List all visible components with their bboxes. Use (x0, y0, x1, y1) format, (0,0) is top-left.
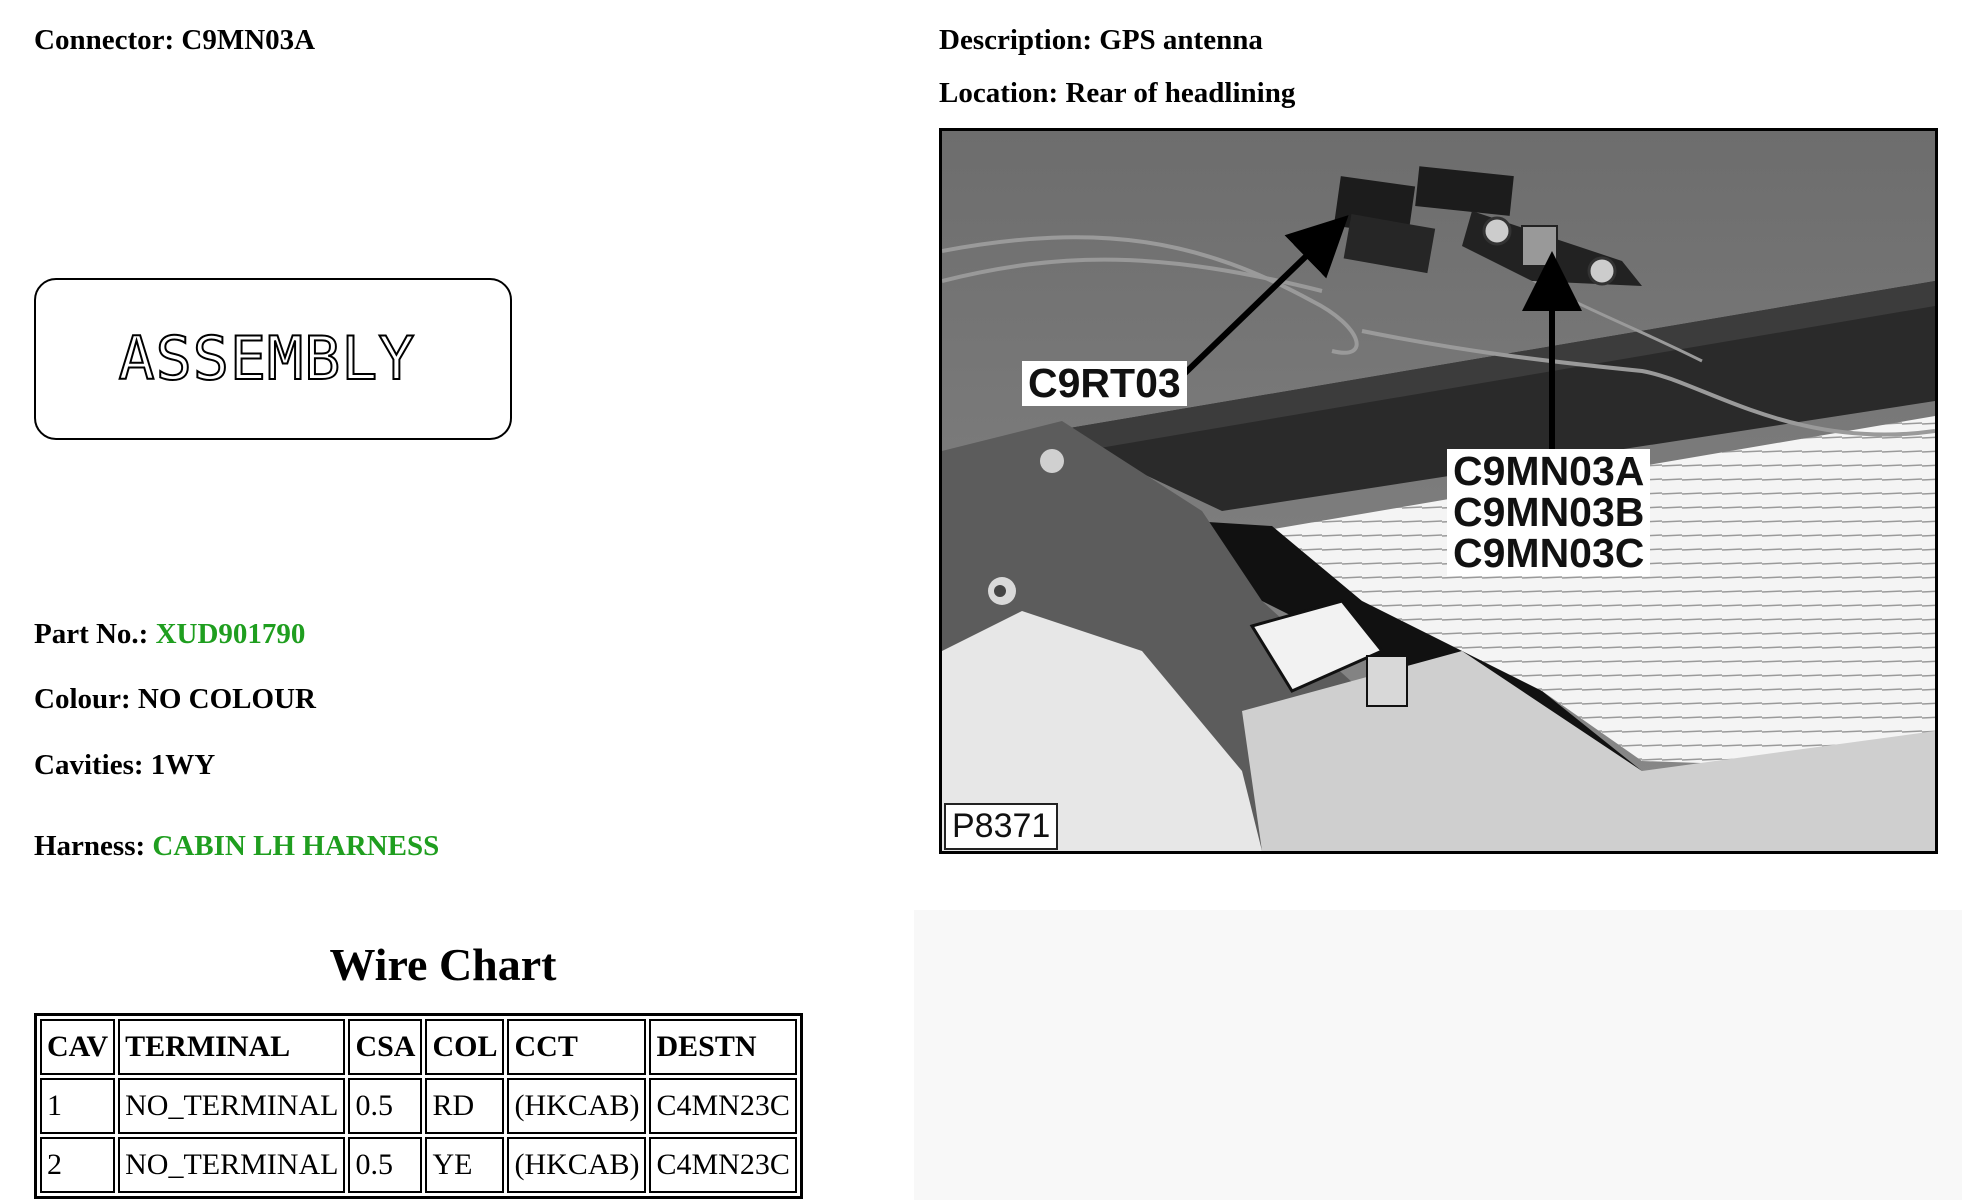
location-label: Location: (939, 77, 1059, 109)
harness-line: Harness: CABIN LH HARNESS (34, 830, 439, 863)
header-col: COL (425, 1019, 505, 1075)
photo-illustration (942, 131, 1935, 851)
header-cct: CCT (507, 1019, 647, 1075)
connector-line: Connector: C9MN03A (34, 24, 315, 57)
connector-label: Connector: (34, 24, 175, 56)
location-line: Location: Rear of headlining (939, 77, 1295, 110)
cavities-value: 1WY (150, 749, 216, 781)
cell-csa: 0.5 (348, 1137, 423, 1193)
part-number-line: Part No.: XUD901790 (34, 618, 305, 651)
colour-label: Colour: (34, 683, 131, 715)
figure-reference: P8371 (944, 803, 1059, 850)
assembly-diagram: ASSEMBLY (34, 278, 512, 440)
callout-c9mn03: C9MN03A C9MN03B C9MN03C (1447, 448, 1651, 576)
cell-col: YE (425, 1137, 505, 1193)
cell-terminal: NO_TERMINAL (118, 1137, 346, 1193)
cell-cav: 1 (40, 1078, 116, 1134)
header-terminal: TERMINAL (118, 1019, 346, 1075)
cavities-label: Cavities: (34, 749, 144, 781)
part-number-label: Part No.: (34, 618, 149, 650)
header-cav: CAV (40, 1019, 116, 1075)
harness-label: Harness: (34, 830, 146, 862)
connector-value: C9MN03A (181, 24, 316, 56)
cell-csa: 0.5 (348, 1078, 423, 1134)
cell-destn: C4MN23C (649, 1137, 797, 1193)
table-row: 1 NO_TERMINAL 0.5 RD (HKCAB) C4MN23C (40, 1078, 797, 1134)
wire-chart-header-row: CAV TERMINAL CSA COL CCT DESTN (40, 1019, 797, 1075)
callout-c9mn03c: C9MN03C (1453, 530, 1645, 576)
cell-cct: (HKCAB) (507, 1078, 647, 1134)
callout-c9mn03a: C9MN03A (1453, 448, 1645, 494)
description-line: Description: GPS antenna (939, 24, 1263, 57)
cell-cav: 2 (40, 1137, 116, 1193)
harness-link[interactable]: CABIN LH HARNESS (152, 830, 440, 862)
location-photo: C9RT03 C9MN03A C9MN03B C9MN03C P8371 (939, 128, 1938, 854)
part-number-link[interactable]: XUD901790 (155, 618, 306, 650)
cell-terminal: NO_TERMINAL (118, 1078, 346, 1134)
empty-panel (914, 910, 1962, 1200)
table-row: 2 NO_TERMINAL 0.5 YE (HKCAB) C4MN23C (40, 1137, 797, 1193)
wire-chart-title: Wire Chart (329, 939, 557, 990)
cell-col: RD (425, 1078, 505, 1134)
header-destn: DESTN (649, 1019, 797, 1075)
colour-value: NO COLOUR (137, 683, 316, 715)
wire-chart-table: CAV TERMINAL CSA COL CCT DESTN 1 NO_TERM… (34, 1013, 803, 1199)
cavities-line: Cavities: 1WY (34, 749, 215, 782)
callout-c9mn03b: C9MN03B (1453, 489, 1645, 535)
description-value: GPS antenna (1099, 24, 1263, 56)
callout-c9rt03: C9RT03 (1022, 361, 1187, 406)
header-csa: CSA (348, 1019, 423, 1075)
assembly-label: ASSEMBLY (118, 323, 416, 395)
colour-line: Colour: NO COLOUR (34, 683, 316, 716)
description-label: Description: (939, 24, 1093, 56)
cell-destn: C4MN23C (649, 1078, 797, 1134)
location-value: Rear of headlining (1065, 77, 1296, 109)
cell-cct: (HKCAB) (507, 1137, 647, 1193)
